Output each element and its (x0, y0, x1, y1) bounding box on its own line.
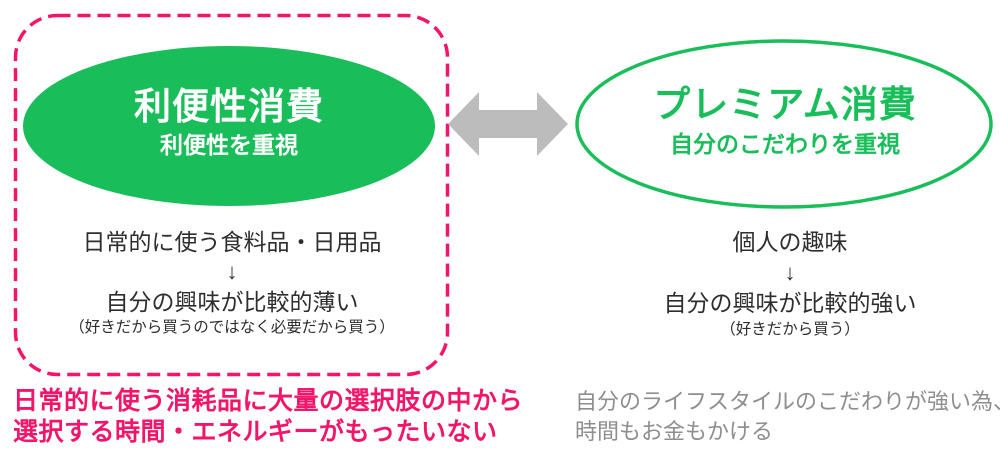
left-ellipse-subtitle: 利便性を重視 (160, 132, 298, 158)
right-result-text: 自分の興味が比較的強い (663, 290, 917, 316)
left-caption: 日常的に使う消耗品に大量の選択肢の中から 選択する時間・エネルギーがもったいない (13, 386, 523, 448)
right-down-arrow-icon: ↓ (784, 260, 796, 285)
right-caption: 自分のライフスタイルのこだわりが強い為、 時間もお金もかける (575, 387, 1000, 447)
left-group-dashed-border (13, 13, 450, 377)
right-ellipse-title: プレミアム消費 (653, 84, 917, 125)
left-result-text: 自分の興味が比較的薄い (105, 289, 359, 315)
left-ellipse-title: 利便性消費 (134, 86, 324, 127)
left-down-arrow-icon: ↓ (226, 259, 238, 284)
double-arrow-icon (448, 92, 568, 156)
left-ellipse (23, 46, 435, 206)
left-caption-line2: 選択する時間・エネルギーがもったいない (13, 418, 498, 446)
right-caption-line1: 自分のライフスタイルのこだわりが強い為、 (575, 389, 1000, 414)
right-ellipse (575, 39, 993, 209)
right-caption-line2: 時間もお金もかける (575, 418, 774, 444)
left-caption-line1: 日常的に使う消耗品に大量の選択肢の中から (13, 387, 524, 415)
right-ellipse-subtitle: 自分のこだわりを重視 (670, 131, 900, 157)
right-note-text: （好きだから買う） (720, 321, 860, 338)
right-item-text: 個人の趣味 (732, 229, 848, 255)
left-note-text: （好きだから買うのではなく必要だから買う） (69, 319, 395, 336)
left-item-text: 日常的に使う食料品・日用品 (82, 229, 382, 255)
